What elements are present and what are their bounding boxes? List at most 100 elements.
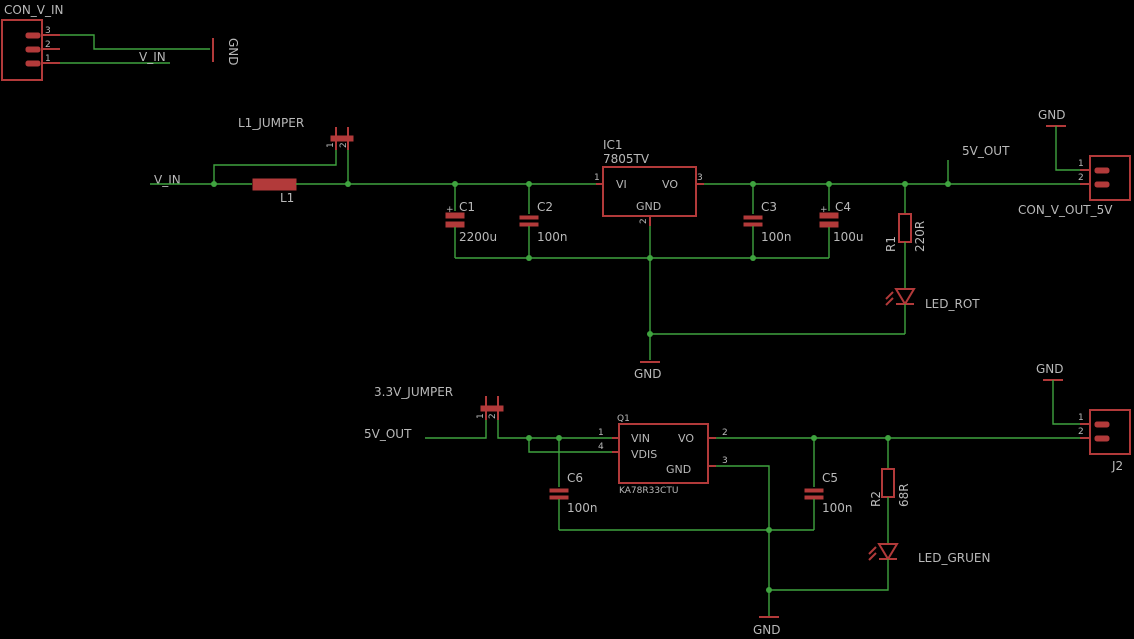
c6-value: 100n <box>567 501 598 515</box>
net-label-5v-out: 5V_OUT <box>962 144 1010 158</box>
ic1-vi: VI <box>616 178 627 191</box>
inductor-l1[interactable] <box>252 178 297 191</box>
junction <box>211 181 217 187</box>
wire-5v-out-in <box>425 420 487 439</box>
wire-3v3-in <box>497 420 612 439</box>
junction <box>526 181 532 187</box>
ic1-value: 7805TV <box>603 152 650 166</box>
junction <box>452 181 458 187</box>
led-gruen[interactable] <box>769 543 899 591</box>
c3-name: C3 <box>761 200 777 214</box>
junction <box>945 181 951 187</box>
gnd-label: GND <box>753 623 781 637</box>
ic1-pin: 1 <box>594 173 600 183</box>
regulator-ic1[interactable] <box>596 166 704 226</box>
q1-pin: 3 <box>722 456 728 466</box>
led-rot-label: LED_ROT <box>925 297 980 311</box>
jumper-pin-label: 2 <box>488 413 498 419</box>
junction <box>902 181 908 187</box>
junction <box>766 527 772 533</box>
junction <box>750 181 756 187</box>
capacitor-c1[interactable] <box>445 184 465 258</box>
gnd-label: GND <box>634 367 662 381</box>
con-v-in-pin-label: 2 <box>45 40 51 50</box>
jumper-3v3[interactable] <box>480 396 504 420</box>
jumper-3v3-label: 3.3V_JUMPER <box>374 385 453 399</box>
ic1-gnd: GND <box>636 200 661 213</box>
junction <box>647 331 653 337</box>
c1-value: 2200u <box>459 230 497 244</box>
wire-gnd-in <box>60 34 210 50</box>
j2-label: J2 <box>1111 459 1123 473</box>
connector-con-v-out-5v[interactable] <box>1080 155 1131 201</box>
c3-value: 100n <box>761 230 792 244</box>
led-gruen-label: LED_GRUEN <box>918 551 991 565</box>
c4-plus: + <box>820 205 828 215</box>
c4-value: 100u <box>833 230 864 244</box>
resistor-r1[interactable] <box>898 184 912 288</box>
net-label-5v-out: 5V_OUT <box>364 427 412 441</box>
q1-vdis: VDIS <box>631 448 657 461</box>
jumper-pin-label: 1 <box>326 142 336 148</box>
q1-pin: 1 <box>598 428 604 438</box>
junction <box>885 435 891 441</box>
capacitor-c6[interactable] <box>549 438 569 530</box>
junction <box>526 435 532 441</box>
con-v-out-pin-label: 1 <box>1078 159 1084 169</box>
junction <box>766 587 772 593</box>
wire-vdis <box>528 438 612 453</box>
wire-gnd-out <box>1055 126 1080 171</box>
j2-pin-label: 2 <box>1078 427 1084 437</box>
net-label-v-in: V_IN <box>139 50 166 64</box>
q1-gnd: GND <box>666 463 691 476</box>
q1-pin: 2 <box>722 428 728 438</box>
q1-vo: VO <box>678 432 694 445</box>
con-v-in-pin-label: 3 <box>45 26 51 36</box>
led-rot[interactable] <box>885 288 916 334</box>
wire-gnd-j2 <box>1052 380 1080 425</box>
junction <box>647 255 653 261</box>
capacitor-c3[interactable] <box>743 184 763 258</box>
c2-value: 100n <box>537 230 568 244</box>
regulator-q1[interactable] <box>612 423 716 484</box>
capacitor-c4[interactable] <box>819 184 839 258</box>
capacitor-c2[interactable] <box>519 184 539 258</box>
c2-name: C2 <box>537 200 553 214</box>
connector-con-v-in[interactable] <box>1 19 60 81</box>
wire-gnd-3v3 <box>716 465 770 616</box>
junction <box>750 255 756 261</box>
wire-jumper-l1 <box>213 150 337 184</box>
resistor-r2[interactable] <box>881 438 895 543</box>
c6-name: C6 <box>567 471 583 485</box>
gnd-label: GND <box>1036 362 1064 376</box>
gnd-label: GND <box>226 38 240 66</box>
c5-name: C5 <box>822 471 838 485</box>
ic1-vo: VO <box>662 178 678 191</box>
c4-name: C4 <box>835 200 851 214</box>
q1-value: KA78R33CTU <box>619 486 678 496</box>
r2-name: R2 <box>869 491 883 507</box>
junction <box>826 181 832 187</box>
net-label-v-in: V_IN <box>154 173 181 187</box>
connector-j2[interactable] <box>1080 409 1131 455</box>
junction <box>526 255 532 261</box>
junction <box>345 181 351 187</box>
gnd-label: GND <box>1038 108 1066 122</box>
junction <box>811 435 817 441</box>
jumper-l1-label: L1_JUMPER <box>238 116 304 130</box>
jumper-pin-label: 1 <box>476 413 486 419</box>
ic1-pin: 3 <box>697 173 703 183</box>
junction <box>556 435 562 441</box>
c1-name: C1 <box>459 200 475 214</box>
con-v-out-5v-label: CON_V_OUT_5V <box>1018 203 1113 217</box>
jumper-pin-label: 2 <box>339 142 349 148</box>
q1-name: Q1 <box>617 414 630 424</box>
r1-value: 220R <box>913 221 927 252</box>
c1-plus: + <box>446 205 454 215</box>
jumper-l1[interactable] <box>330 127 354 150</box>
con-v-in-label: CON_V_IN <box>4 3 64 17</box>
con-v-out-pin-label: 2 <box>1078 173 1084 183</box>
capacitor-c5[interactable] <box>804 438 824 530</box>
c5-value: 100n <box>822 501 853 515</box>
